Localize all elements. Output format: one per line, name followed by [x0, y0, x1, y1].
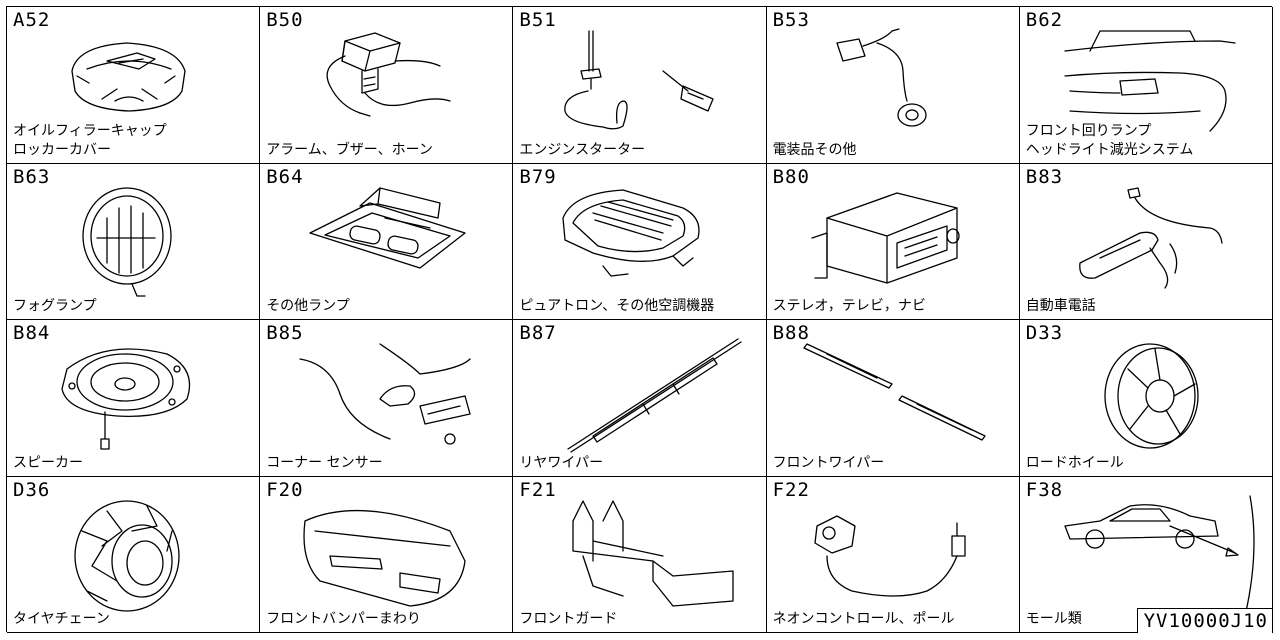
- room-lamp-icon: [300, 186, 475, 288]
- category-name: エンジンスターター: [519, 141, 646, 158]
- reference-code: YV10000J10: [1136, 608, 1272, 633]
- buzzer-icon: [300, 31, 475, 131]
- part-code: B51: [519, 9, 557, 31]
- category-name: コーナー センサー: [266, 454, 383, 471]
- category-name: リヤワイパー: [519, 454, 604, 471]
- part-code: B62: [1025, 9, 1064, 31]
- front-guard-icon: [553, 499, 735, 607]
- air-purifier-icon: [553, 188, 728, 288]
- oil-filler-cap-icon: [47, 31, 222, 131]
- category-name: タイヤチェーン: [13, 611, 110, 627]
- car-stereo-icon: [807, 188, 982, 288]
- body-molding-icon: [1060, 494, 1255, 617]
- tire-chain-icon: [47, 499, 222, 612]
- part-code: B64: [266, 165, 304, 188]
- car-phone-icon: [1060, 186, 1235, 289]
- category-name: フロント回りランプ ヘッドライト減光システム: [1025, 122, 1194, 158]
- category-cell-b80[interactable]: B80 ステレオ，テレビ，ナビ: [766, 163, 1020, 320]
- category-name: スピーカー: [13, 454, 83, 471]
- category-cell-f21[interactable]: F21 フロントガード: [513, 476, 767, 633]
- electrical-parts-icon: [807, 28, 982, 131]
- category-cell-a52[interactable]: A52 オイルフィラーキャップ ロッカーカバー: [7, 7, 261, 164]
- category-name: ネオンコントロール、ポール: [772, 611, 955, 627]
- part-code: B63: [13, 165, 51, 188]
- part-code: F20: [266, 478, 304, 501]
- category-cell-f20[interactable]: F20 フロントバンパーまわり: [260, 476, 514, 633]
- front-bumper-icon: [300, 501, 475, 607]
- category-name: フロントワイパー: [772, 454, 885, 471]
- part-code: F21: [519, 478, 557, 501]
- neon-control-icon: [807, 501, 982, 601]
- part-code: B80: [772, 165, 810, 188]
- part-code: B50: [266, 9, 304, 31]
- category-cell-d33[interactable]: D33 ロードホイール: [1019, 320, 1273, 477]
- rear-wiper-icon: [553, 338, 743, 453]
- speaker-icon: [47, 344, 222, 450]
- category-name: フロントバンパーまわり: [266, 611, 421, 627]
- part-code: A52: [13, 9, 51, 31]
- fog-lamp-icon: [47, 186, 222, 297]
- part-code: F38: [1025, 478, 1064, 501]
- part-code: B88: [772, 322, 810, 344]
- road-wheel-icon: [1060, 343, 1235, 449]
- engine-starter-icon: [553, 30, 728, 131]
- category-cell-f22[interactable]: F22 ネオンコントロール、ポール: [766, 476, 1020, 633]
- category-name: ステレオ，テレビ，ナビ: [772, 298, 926, 314]
- category-name: モール類: [1025, 611, 1082, 627]
- front-lamp-icon: [1060, 30, 1236, 132]
- parts-category-grid: A52 オイルフィラーキャップ ロッカーカバー B50: [6, 6, 1273, 633]
- category-cell-b63[interactable]: B63 フォグランプ: [7, 163, 261, 320]
- corner-sensor-icon: [299, 343, 475, 445]
- category-name: オイルフィラーキャップ ロッカーカバー: [13, 122, 167, 158]
- category-cell-b50[interactable]: B50 アラーム、ブザー、ホーン: [260, 7, 514, 164]
- category-cell-b83[interactable]: B83 自動車電話: [1019, 163, 1273, 320]
- category-cell-b88[interactable]: B88 フロントワイパー: [766, 320, 1020, 477]
- category-name: 電装品その他: [772, 141, 857, 158]
- front-wiper-icon: [802, 343, 986, 444]
- category-name: ロードホイール: [1025, 454, 1124, 471]
- category-cell-b53[interactable]: B53 電装品その他: [766, 7, 1020, 164]
- category-name: アラーム、ブザー、ホーン: [266, 141, 433, 158]
- category-name: ピュアトロン、その他空調機器: [519, 298, 715, 314]
- category-cell-b85[interactable]: B85 コーナー センサー: [260, 320, 514, 477]
- part-code: D36: [13, 478, 51, 501]
- category-name: 自動車電話: [1025, 298, 1096, 314]
- category-cell-b51[interactable]: B51 エンジンスターター: [513, 7, 767, 164]
- category-cell-f38[interactable]: F38 モール類: [1019, 476, 1273, 633]
- part-code: F22: [772, 478, 810, 501]
- part-code: D33: [1025, 322, 1064, 344]
- category-name: フォグランプ: [13, 298, 97, 314]
- category-name: フロントガード: [519, 611, 618, 627]
- category-cell-b84[interactable]: B84 スピーカー: [7, 320, 261, 477]
- part-code: B53: [772, 9, 810, 31]
- category-cell-b64[interactable]: B64 その他ランプ: [260, 163, 514, 320]
- part-code: B85: [266, 322, 304, 344]
- part-code: B83: [1025, 165, 1064, 188]
- category-cell-b62[interactable]: B62 フロント回りランプ ヘッドライト減光システム: [1019, 7, 1273, 164]
- part-code: B87: [519, 322, 557, 344]
- category-cell-b87[interactable]: B87 リヤワイパー: [513, 320, 767, 477]
- category-name: その他ランプ: [266, 298, 350, 314]
- part-code: B84: [13, 322, 51, 344]
- category-cell-b79[interactable]: B79 ピュアトロン、その他空調機器: [513, 163, 767, 320]
- part-code: B79: [519, 165, 557, 188]
- category-cell-d36[interactable]: D36 タイヤチェーン: [7, 476, 261, 633]
